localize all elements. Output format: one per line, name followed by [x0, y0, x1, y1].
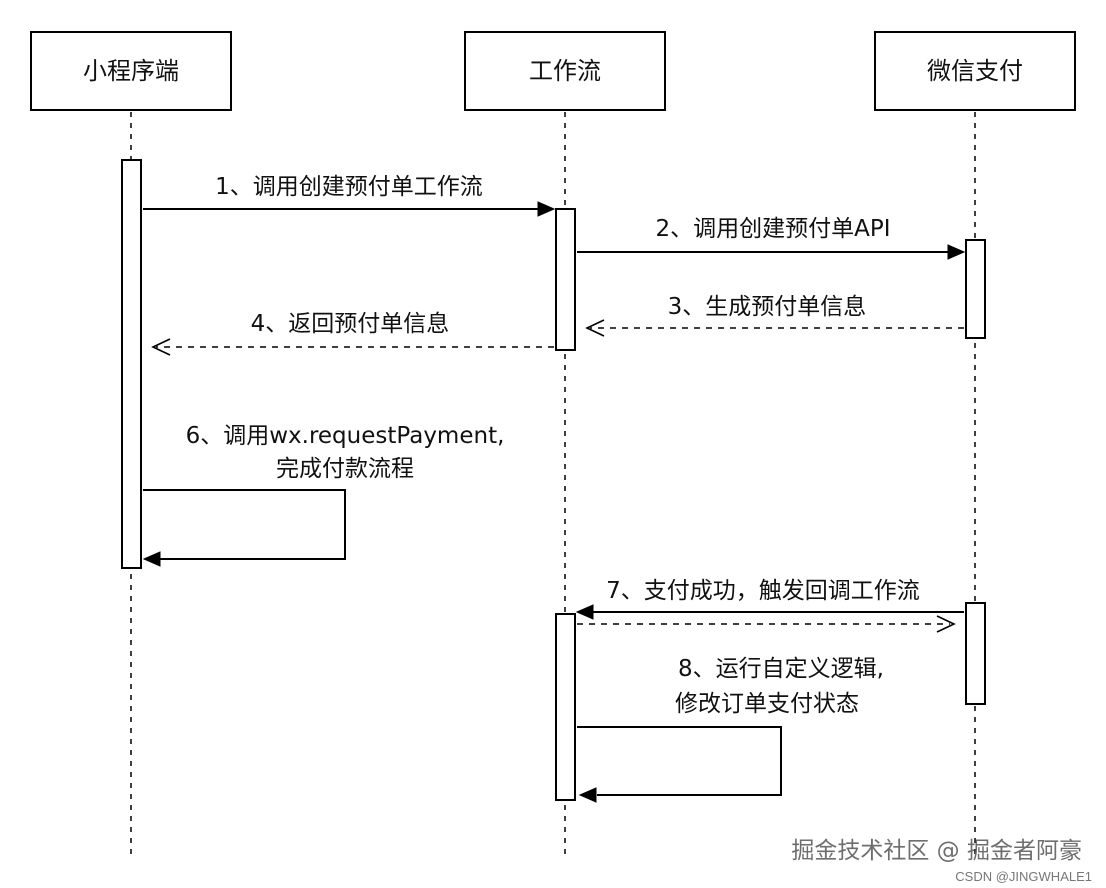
message-2-label: 2、调用创建预付单API [655, 216, 890, 242]
message-3-arrowhead [585, 319, 605, 337]
message-7: 7、支付成功，触发回调工作流 [575, 578, 964, 620]
actor-workflow: 工作流 [464, 31, 666, 111]
activation-miniprogram [121, 159, 142, 569]
actor-wechatpay: 微信支付 [874, 31, 1076, 111]
actor-label-miniprogram: 小程序端 [83, 57, 179, 85]
watermark-sub: CSDN @JINGWHALE1 [955, 869, 1092, 884]
activation-wechatpay-2 [965, 602, 986, 705]
message-2: 2、调用创建预付单API [577, 216, 966, 260]
message-8-label-line-1: 8、运行自定义逻辑, [678, 656, 884, 682]
message-8: 8、运行自定义逻辑, 修改订单支付状态 [577, 656, 884, 803]
message-7-return [577, 615, 956, 633]
actor-label-workflow: 工作流 [529, 57, 601, 85]
message-6-label-line-1: 6、调用wx.requestPayment, [186, 423, 505, 449]
message-6: 6、调用wx.requestPayment, 完成付款流程 [142, 423, 505, 567]
message-6-label-line-2: 完成付款流程 [276, 456, 414, 482]
message-1-label: 1、调用创建预付单工作流 [215, 174, 483, 200]
actor-box-wechatpay [874, 31, 1076, 111]
message-1-arrowhead [537, 201, 556, 217]
message-7-label: 7、支付成功，触发回调工作流 [606, 578, 920, 604]
message-4: 4、返回预付单信息 [151, 311, 554, 356]
message-7-return-arrowhead [936, 615, 956, 633]
message-8-line [577, 726, 782, 796]
actor-box-workflow [464, 31, 666, 111]
message-3: 3、生成预付单信息 [585, 294, 964, 337]
message-4-label: 4、返回预付单信息 [251, 311, 450, 337]
message-4-arrowhead [151, 338, 171, 356]
watermark-main: 掘金技术社区 @ 掘金者阿豪 [791, 838, 1082, 864]
actor-label-wechatpay: 微信支付 [927, 57, 1023, 85]
message-8-arrowhead [578, 787, 597, 803]
message-7-arrowhead [575, 604, 594, 620]
activation-workflow-2 [555, 613, 576, 801]
actor-miniprogram: 小程序端 [30, 31, 232, 111]
message-2-arrowhead [947, 244, 966, 260]
message-6-line [143, 489, 346, 560]
message-6-arrowhead [142, 551, 161, 567]
activation-workflow-1 [555, 208, 576, 351]
message-1: 1、调用创建预付单工作流 [143, 174, 556, 217]
activation-wechatpay-1 [965, 239, 986, 339]
actor-box-miniprogram [30, 31, 232, 111]
message-8-label-line-2: 修改订单支付状态 [675, 691, 859, 717]
message-3-label: 3、生成预付单信息 [668, 294, 867, 320]
